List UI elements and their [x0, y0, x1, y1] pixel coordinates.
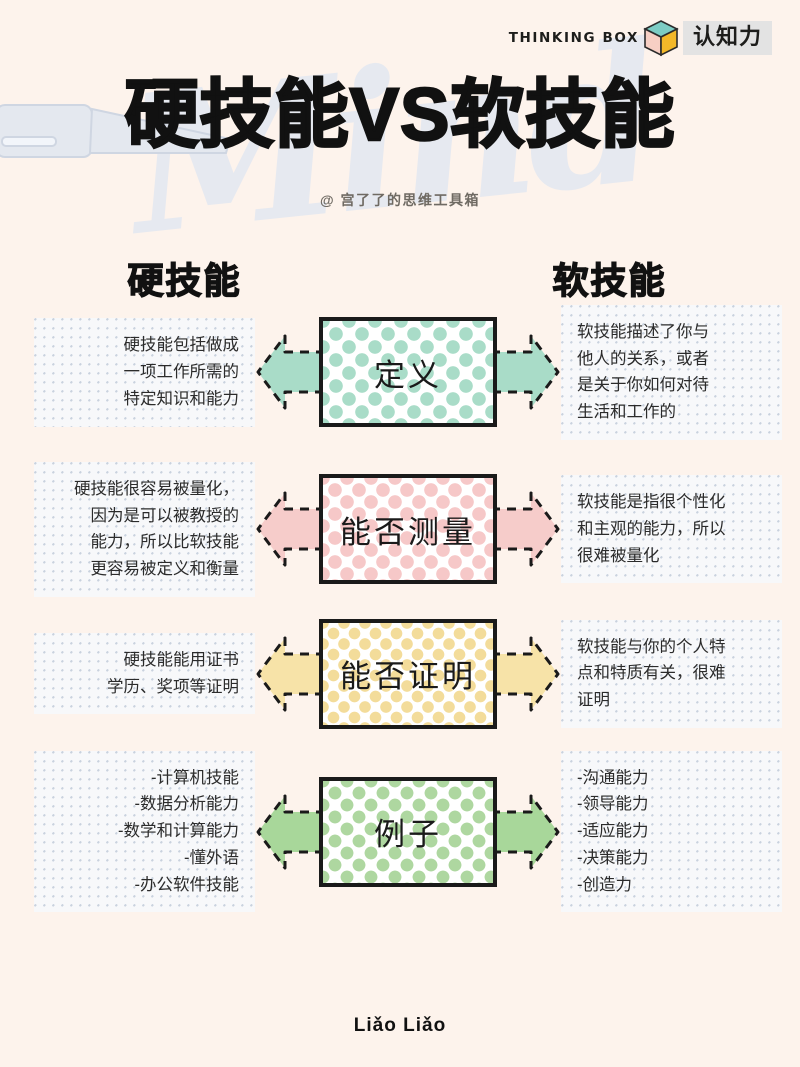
- category-box: 定义: [319, 317, 497, 428]
- arrow-group-right: [489, 487, 561, 571]
- hard-skill-text: 硬技能能用证书学历、奖项等证明: [34, 633, 255, 715]
- arrow-group-right: [489, 632, 561, 716]
- soft-skill-text: 软技能是指很个性化和主观的能力，所以很难被量化: [561, 475, 782, 584]
- pen-decoration-icon: [0, 104, 232, 158]
- hard-skill-text: -计算机技能-数据分析能力-数学和计算能力-懂外语-办公软件技能: [34, 750, 255, 913]
- hard-skill-text: 硬技能很容易被量化，因为是可以被教授的能力，所以比软技能更容易被定义和衡量: [34, 461, 255, 597]
- category-box: 例子: [319, 776, 497, 887]
- brand-badge: THINKING BOX 认知力: [509, 18, 772, 58]
- footer-brand: Liǎo Liǎo: [353, 1015, 447, 1036]
- category-label: 能否证明: [340, 659, 476, 695]
- arrow-group-left: [255, 330, 327, 414]
- arrow-right-icon: [489, 491, 560, 567]
- category-box: 能否测量: [319, 474, 497, 585]
- arrow-left-icon: [256, 794, 327, 870]
- arrow-group-left: [255, 790, 327, 874]
- hard-skill-text: 硬技能包括做成一项工作所需的特定知识和能力: [34, 318, 255, 427]
- arrow-group-right: [489, 330, 561, 414]
- category-box: 能否证明: [319, 618, 497, 729]
- brand-cn-label: 认知力: [682, 21, 772, 55]
- soft-skill-text: 软技能与你的个人特点和特质有关，很难证明: [561, 619, 782, 728]
- soft-skill-text: 软技能描述了你与他人的关系，或者是关于你如何对待生活和工作的: [561, 305, 782, 440]
- column-header-soft-skills: 软技能: [552, 259, 667, 301]
- column-header-hard-skills: 硬技能: [127, 259, 242, 301]
- arrow-right-icon: [489, 636, 560, 712]
- page-title: 硬技能VS软技能: [123, 73, 676, 156]
- arrow-right-icon: [489, 794, 560, 870]
- page-subtitle: @ 宫了了的思维工具箱: [319, 192, 481, 208]
- comparison-row: 硬技能包括做成一项工作所需的特定知识和能力 定义 软技能描述了你与他人的关系，或…: [0, 305, 800, 440]
- soft-skill-text: -沟通能力-领导能力-适应能力-决策能力-创造力: [561, 750, 782, 913]
- arrow-group-left: [255, 487, 327, 571]
- comparison-rows: 硬技能包括做成一项工作所需的特定知识和能力 定义 软技能描述了你与他人的关系，或…: [0, 305, 800, 934]
- comparison-row: 硬技能很容易被量化，因为是可以被教授的能力，所以比软技能更容易被定义和衡量 能否…: [0, 461, 800, 597]
- category-label: 定义: [374, 357, 442, 393]
- column-headers: 硬技能 软技能: [0, 252, 800, 304]
- arrow-right-icon: [489, 334, 560, 410]
- arrow-left-icon: [256, 334, 327, 410]
- comparison-row: -计算机技能-数据分析能力-数学和计算能力-懂外语-办公软件技能 例子 -沟通能…: [0, 750, 800, 913]
- arrow-left-icon: [256, 636, 327, 712]
- category-label: 例子: [374, 817, 442, 853]
- arrow-group-left: [255, 632, 327, 716]
- brand-name-text: THINKING BOX: [508, 30, 639, 46]
- cube-icon: [643, 20, 679, 57]
- arrow-left-icon: [256, 491, 327, 567]
- comparison-row: 硬技能能用证书学历、奖项等证明 能否证明 软技能与你的个人特点和特质有关，很难证…: [0, 618, 800, 729]
- arrow-group-right: [489, 790, 561, 874]
- category-label: 能否测量: [340, 514, 476, 550]
